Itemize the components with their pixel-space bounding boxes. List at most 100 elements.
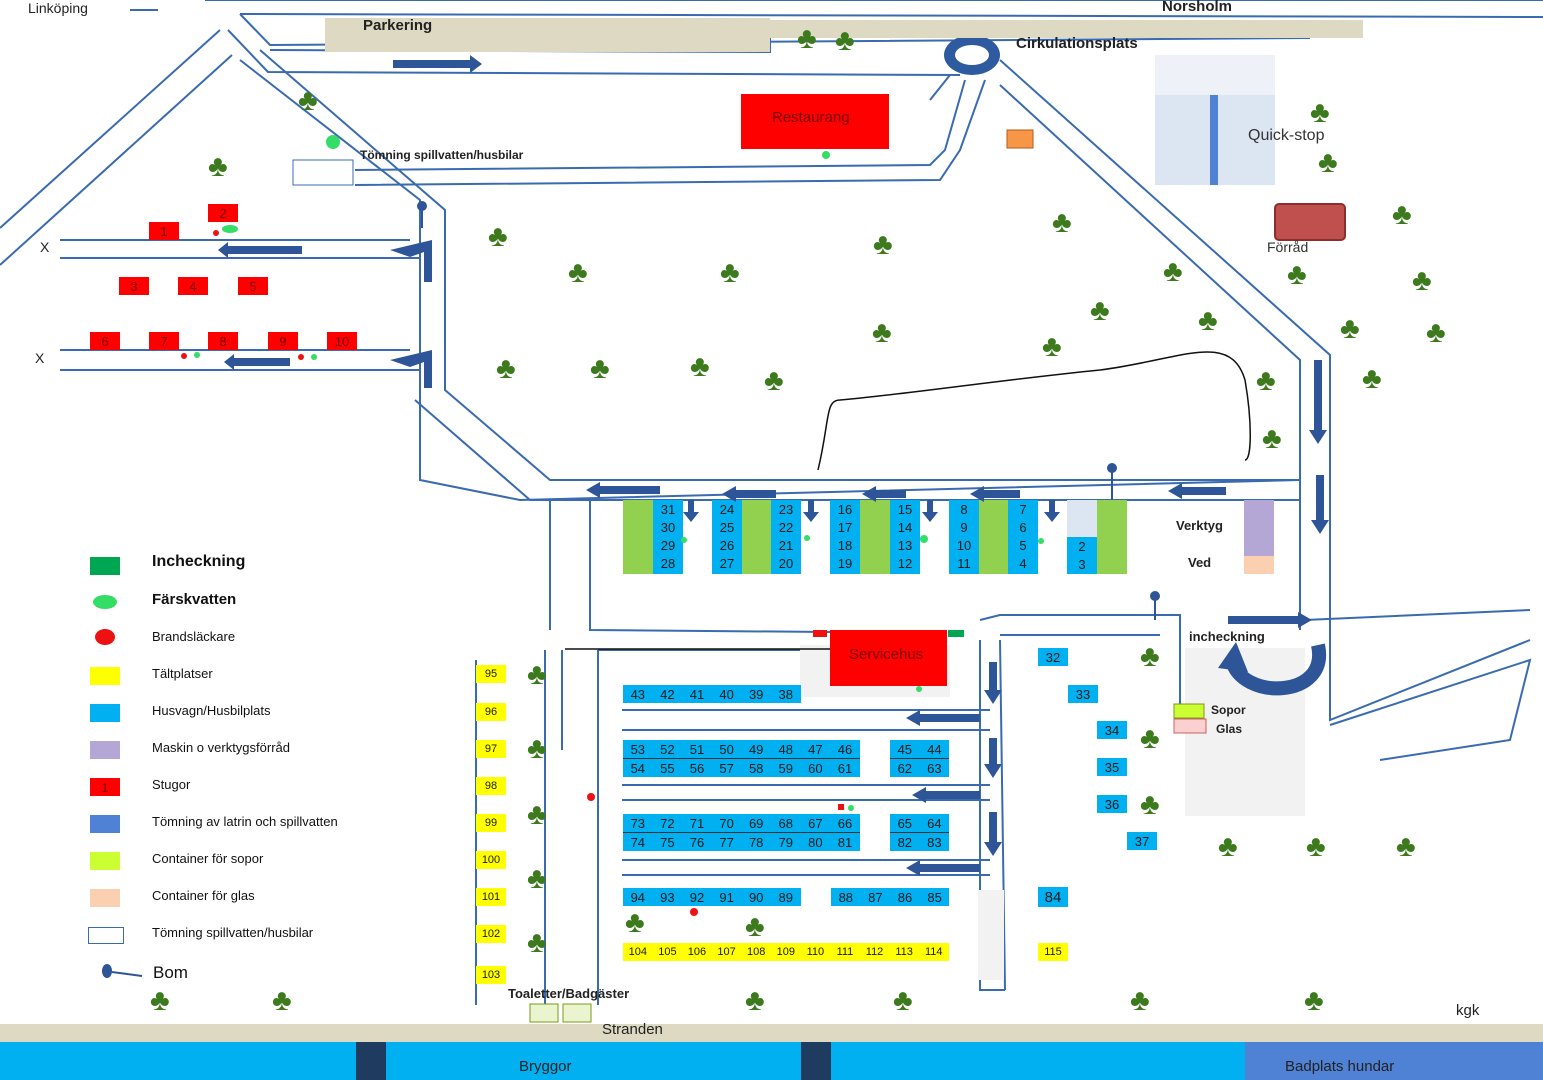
pitch[interactable]: 60 bbox=[808, 760, 823, 776]
pitch[interactable]: 18 bbox=[837, 537, 853, 553]
cabin[interactable]: 6 bbox=[90, 332, 120, 350]
pitch[interactable]: 76 bbox=[689, 834, 705, 850]
pitch[interactable]: 40 bbox=[719, 686, 734, 702]
pitch[interactable]: 65 bbox=[897, 815, 913, 831]
pitch[interactable]: 7 bbox=[1019, 501, 1027, 517]
pitch[interactable]: 52 bbox=[660, 741, 675, 757]
pitch[interactable]: 36 bbox=[1097, 795, 1127, 813]
pitch[interactable]: 59 bbox=[778, 760, 793, 776]
pitch[interactable]: 5 bbox=[1019, 537, 1027, 553]
pitch[interactable]: 71 bbox=[689, 815, 705, 831]
tent-pitch[interactable]: 112 bbox=[865, 946, 884, 958]
cabin[interactable]: 3 bbox=[119, 277, 149, 295]
cabin[interactable]: 1 bbox=[149, 222, 179, 240]
pitch[interactable]: 10 bbox=[956, 537, 972, 553]
pitch[interactable]: 16 bbox=[837, 501, 853, 517]
pitch[interactable]: 30 bbox=[660, 519, 676, 535]
pitch[interactable]: 79 bbox=[778, 834, 793, 850]
pitch[interactable]: 58 bbox=[748, 760, 764, 776]
pitch[interactable]: 64 bbox=[927, 815, 942, 831]
tent-pitch[interactable]: 113 bbox=[895, 946, 913, 958]
pitch[interactable]: 86 bbox=[897, 889, 913, 905]
pitch[interactable]: 2 bbox=[1078, 538, 1086, 554]
pitch[interactable]: 54 bbox=[630, 760, 646, 776]
pitch[interactable]: 4 bbox=[1019, 555, 1027, 571]
cabin[interactable]: 5 bbox=[238, 277, 268, 295]
pitch[interactable]: 77 bbox=[719, 834, 734, 850]
tent-pitch[interactable]: 107 bbox=[717, 946, 736, 958]
pitch[interactable]: 12 bbox=[897, 555, 913, 571]
pitch[interactable]: 69 bbox=[748, 815, 764, 831]
pitch[interactable]: 73 bbox=[630, 815, 646, 831]
pitch[interactable]: 3 bbox=[1078, 556, 1086, 572]
pitch[interactable]: 46 bbox=[837, 741, 853, 757]
pitch[interactable]: 72 bbox=[660, 815, 675, 831]
tent-pitch[interactable]: 100 bbox=[476, 851, 506, 869]
pitch[interactable]: 78 bbox=[748, 834, 764, 850]
pitch[interactable]: 51 bbox=[689, 741, 705, 757]
cabin[interactable]: 9 bbox=[268, 332, 298, 350]
pitch[interactable]: 21 bbox=[778, 537, 794, 553]
pitch[interactable]: 25 bbox=[719, 519, 735, 535]
tent-pitch[interactable]: 114 bbox=[924, 946, 943, 958]
pitch[interactable]: 19 bbox=[837, 555, 853, 571]
pitch[interactable]: 44 bbox=[927, 741, 942, 757]
pitch[interactable]: 49 bbox=[748, 741, 764, 757]
pitch[interactable]: 92 bbox=[689, 889, 705, 905]
pitch[interactable]: 88 bbox=[838, 889, 854, 905]
cabin[interactable]: 2 bbox=[208, 204, 238, 222]
tent-pitch[interactable]: 98 bbox=[476, 777, 506, 795]
pitch[interactable]: 68 bbox=[778, 815, 793, 831]
pitch[interactable]: 20 bbox=[778, 555, 794, 571]
tent-pitch[interactable]: 102 bbox=[476, 925, 506, 943]
pitch[interactable]: 62 bbox=[897, 760, 913, 776]
pitch[interactable]: 74 bbox=[630, 834, 646, 850]
pitch[interactable]: 33 bbox=[1068, 685, 1098, 703]
pitch[interactable]: 48 bbox=[778, 741, 793, 757]
pitch[interactable]: 66 bbox=[837, 815, 853, 831]
pitch[interactable]: 83 bbox=[927, 834, 942, 850]
tent-pitch[interactable]: 106 bbox=[687, 946, 707, 958]
pitch[interactable]: 31 bbox=[660, 501, 676, 517]
tent-pitch[interactable]: 97 bbox=[476, 740, 506, 758]
pitch[interactable]: 15 bbox=[897, 501, 913, 517]
tent-pitch[interactable]: 109 bbox=[776, 946, 795, 958]
pitch[interactable]: 38 bbox=[778, 686, 793, 702]
tent-pitch[interactable]: 96 bbox=[476, 703, 506, 721]
pitch[interactable]: 35 bbox=[1097, 758, 1127, 776]
pitch[interactable]: 56 bbox=[689, 760, 705, 776]
tent-pitch[interactable]: 99 bbox=[476, 814, 506, 832]
pitch[interactable]: 80 bbox=[808, 834, 823, 850]
pitch[interactable]: 94 bbox=[630, 889, 646, 905]
cabin[interactable]: 7 bbox=[149, 332, 179, 350]
tent-pitch[interactable]: 110 bbox=[806, 946, 825, 958]
pitch[interactable]: 67 bbox=[808, 815, 823, 831]
pitch[interactable]: 81 bbox=[837, 834, 853, 850]
pitch[interactable]: 41 bbox=[689, 686, 705, 702]
pitch[interactable]: 63 bbox=[927, 760, 942, 776]
pitch[interactable]: 22 bbox=[778, 519, 794, 535]
tent-pitch[interactable]: 105 bbox=[658, 946, 677, 958]
tent-pitch[interactable]: 115 bbox=[1038, 943, 1068, 961]
pitch[interactable]: 53 bbox=[630, 741, 646, 757]
pitch[interactable]: 8 bbox=[960, 501, 968, 517]
tent-pitch[interactable]: 104 bbox=[628, 946, 647, 958]
pitch[interactable]: 91 bbox=[719, 889, 734, 905]
pitch[interactable]: 45 bbox=[897, 741, 913, 757]
tent-pitch[interactable]: 103 bbox=[476, 966, 506, 984]
pitch[interactable]: 14 bbox=[897, 519, 913, 535]
pitch[interactable]: 75 bbox=[660, 834, 675, 850]
tent-pitch[interactable]: 108 bbox=[746, 946, 766, 958]
pitch[interactable]: 24 bbox=[719, 501, 735, 517]
pitch[interactable]: 57 bbox=[719, 760, 734, 776]
pitch[interactable]: 85 bbox=[927, 889, 942, 905]
pitch[interactable]: 87 bbox=[868, 889, 883, 905]
pitch[interactable]: 23 bbox=[778, 501, 794, 517]
pitch[interactable]: 9 bbox=[960, 519, 968, 535]
pitch[interactable]: 27 bbox=[719, 555, 735, 571]
pitch[interactable]: 47 bbox=[808, 741, 823, 757]
pitch[interactable]: 84 bbox=[1038, 887, 1068, 907]
pitch[interactable]: 82 bbox=[897, 834, 913, 850]
pitch[interactable]: 32 bbox=[1038, 648, 1068, 666]
pitch[interactable]: 89 bbox=[778, 889, 793, 905]
